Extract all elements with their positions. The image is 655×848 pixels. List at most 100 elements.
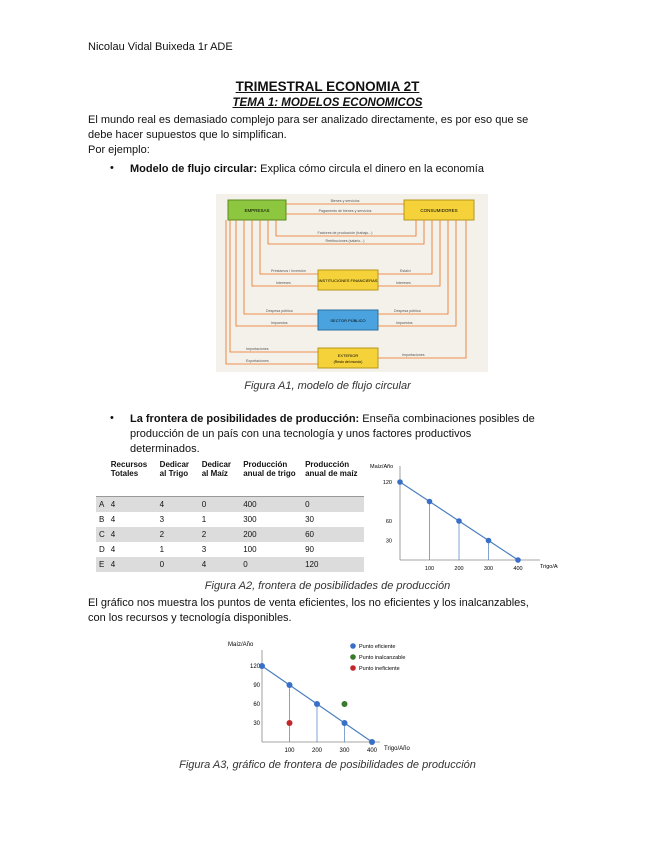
- table-cell: E: [96, 557, 108, 572]
- bullet2-line-1: La frontera de posibilidades de producci…: [130, 412, 570, 427]
- table-cell: 4: [107, 557, 157, 572]
- circular-flow-diagram: EMPRESAS CONSUMIDORES INSTITUCIONES FINA…: [216, 194, 488, 372]
- flow-despesa-left: Despesa pública: [266, 309, 293, 313]
- production-table: Recursos Totales Dedicar al Trigo Dedica…: [96, 458, 364, 572]
- table-cell: 0: [156, 557, 199, 572]
- y-axis-label: Maíz/Año: [228, 642, 254, 648]
- flow-retribuciones: Retribuciones (salario...): [326, 239, 365, 243]
- flow-pagamento: Pagamento de bienes y servicios: [319, 209, 372, 213]
- empresas-label: EMPRESAS: [244, 208, 269, 213]
- y-tick-label: 30: [386, 539, 392, 545]
- legend-label: Punto eficiente: [359, 644, 395, 650]
- table-cell: 200: [240, 527, 303, 542]
- sector-publico-box: [317, 309, 379, 331]
- flow-impuestos-left: Impuestos: [271, 321, 288, 325]
- data-point: [369, 739, 375, 745]
- x-tick-label: 200: [454, 566, 463, 572]
- exterior-label: EXTERIOR: [338, 353, 359, 358]
- intro-paragraph: El mundo real es demasiado complejo para…: [88, 113, 568, 158]
- legend-marker: [350, 643, 356, 649]
- table-cell: 60: [302, 527, 364, 542]
- document-title: TRIMESTRAL ECONOMIA 2T: [235, 79, 420, 94]
- table-cell: 0: [198, 496, 241, 512]
- legend-marker: [350, 654, 356, 660]
- y-tick-label: 120: [383, 480, 392, 486]
- table-cell: 4: [107, 496, 157, 512]
- x-axis-label: Trigo/Año: [540, 564, 558, 570]
- y-axis-label: Maíz/Año: [370, 464, 393, 470]
- table-cell: 120: [302, 557, 364, 572]
- table-header-cell: Recursos Totales: [107, 458, 157, 497]
- intro-line-1: El mundo real es demasiado complejo para…: [88, 114, 529, 126]
- table-cell: 1: [156, 542, 199, 557]
- y-tick-label: 30: [253, 721, 260, 727]
- table-cell: 4: [107, 512, 157, 527]
- table-cell: 2: [198, 527, 241, 542]
- table-header-cell: Dedicar al Trigo: [156, 458, 199, 497]
- table-cell: D: [96, 542, 108, 557]
- table-header-cell: Dedicar al Maíz: [198, 458, 241, 497]
- data-point: [259, 663, 265, 669]
- x-tick-label: 300: [339, 748, 350, 754]
- flow-importaciones-left: Importaciones: [246, 347, 269, 351]
- flow-despesa-right: Despesa pública: [394, 309, 421, 313]
- graph-text-line-1: El gráfico nos muestra los puntos de ven…: [88, 597, 529, 609]
- figure-a1-caption: Figura A1, modelo de flujo circular: [244, 380, 411, 392]
- example-label: Por ejemplo:: [88, 144, 150, 156]
- consumidores-label: CONSUMIDORES: [420, 208, 457, 213]
- bullet-flujo-circular: Modelo de flujo circular: Explica cómo c…: [130, 162, 570, 177]
- sector-publico-label: SECTOR PÚBLICO: [330, 318, 365, 323]
- data-point: [314, 701, 320, 707]
- table-header-cell: Producción anual de trigo: [240, 458, 303, 497]
- table-header-row: Recursos Totales Dedicar al Trigo Dedica…: [96, 458, 364, 497]
- table-cell: 300: [240, 512, 303, 527]
- table-header-cell: [96, 458, 108, 497]
- bullet-dot-1: •: [110, 162, 114, 174]
- legend-label: Punto inalcanzable: [359, 655, 405, 661]
- data-point: [515, 557, 521, 563]
- document-subtitle: TEMA 1: MODELOS ECONOMICOS: [232, 97, 423, 109]
- legend-label: Punto ineficiente: [359, 666, 400, 672]
- bullet2-line-2: producción de un país con una tecnología…: [130, 428, 472, 440]
- exterior-box: [317, 347, 379, 369]
- table-cell: B: [96, 512, 108, 527]
- table-cell: 100: [240, 542, 303, 557]
- flow-prestamos: Préstamos / Inversión: [271, 269, 306, 273]
- table-cell: A: [96, 496, 108, 512]
- data-point: [286, 682, 293, 688]
- y-tick-label: 120: [250, 664, 261, 670]
- table-cell: 4: [107, 542, 157, 557]
- consumidores-box: [403, 199, 475, 221]
- y-tick-label: 90: [253, 683, 260, 689]
- x-tick-label: 200: [312, 748, 323, 754]
- bullet1-text: Explica cómo circula el dinero en la eco…: [257, 163, 484, 175]
- data-point: [397, 479, 403, 485]
- empresas-box: [227, 199, 287, 221]
- flow-exportaciones: Exportaciones: [246, 359, 269, 363]
- bullet-dot-2: •: [110, 412, 114, 424]
- flow-importaciones-right: Importaciones: [402, 353, 425, 357]
- table-cell: 1: [198, 512, 241, 527]
- author-header: Nicolau Vidal Buixeda 1r ADE: [88, 41, 233, 53]
- data-point: [426, 498, 433, 505]
- bullet1-bold: Modelo de flujo circular:: [130, 163, 258, 175]
- table-cell: 400: [240, 496, 303, 512]
- data-point: [485, 537, 492, 544]
- table-cell: 0: [240, 557, 303, 572]
- y-tick-label: 60: [253, 702, 260, 708]
- table-cell: 30: [302, 512, 364, 527]
- table-cell: 3: [198, 542, 241, 557]
- graph-text-line-2: con los recursos y tecnología disponible…: [88, 612, 292, 624]
- table-cell: C: [96, 527, 108, 542]
- x-axis-label: Trigo/Año: [384, 746, 410, 752]
- x-tick-label: 300: [484, 566, 493, 572]
- x-tick-label: 400: [513, 566, 522, 572]
- table-header-cell: Producción anual de maíz: [302, 458, 364, 497]
- flow-intereses-left: Intereses: [276, 281, 291, 285]
- flow-intereses-right: Intereses: [396, 281, 411, 285]
